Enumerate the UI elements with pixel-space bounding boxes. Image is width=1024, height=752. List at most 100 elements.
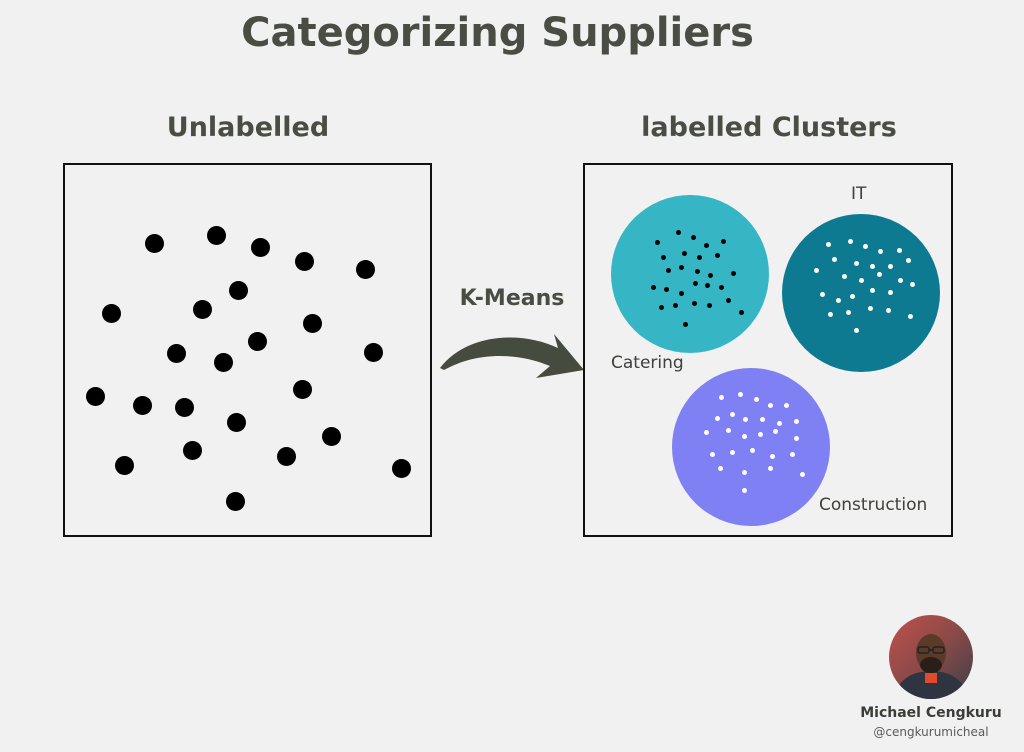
it-sample: [869, 287, 875, 293]
catering-sample: [738, 309, 744, 315]
labelled-panel: Catering IT Construction: [583, 163, 953, 537]
it-sample: [896, 247, 902, 253]
data-point: [276, 446, 296, 466]
catering-sample: [678, 264, 684, 270]
it-sample: [887, 263, 893, 269]
it-sample: [841, 273, 847, 279]
it-sample: [827, 311, 833, 317]
construction-sample: [793, 435, 799, 441]
catering-sample: [690, 234, 696, 240]
diagram-title: Categorizing Suppliers: [241, 10, 754, 56]
data-point: [355, 259, 375, 279]
unlabelled-heading: Unlabelled: [166, 112, 330, 143]
author-photo-icon: [889, 615, 973, 699]
it-sample: [887, 289, 893, 295]
catering-sample: [691, 300, 697, 306]
construction-sample: [729, 411, 735, 417]
construction-sample: [749, 447, 755, 453]
data-point: [174, 397, 194, 417]
cluster-catering: [611, 195, 769, 353]
data-point: [228, 280, 248, 300]
catering-sample: [707, 272, 713, 278]
data-point: [182, 440, 202, 460]
catering-sample: [696, 254, 702, 260]
data-point: [250, 237, 270, 257]
it-sample: [825, 241, 831, 247]
catering-sample: [706, 302, 712, 308]
construction-sample: [772, 428, 778, 434]
construction-sample: [757, 431, 763, 437]
catering-sample: [665, 267, 671, 273]
catering-sample: [658, 304, 664, 310]
catering-sample: [725, 297, 731, 303]
construction-sample: [742, 416, 748, 422]
data-point: [247, 331, 267, 351]
data-point: [101, 303, 121, 323]
cluster-construction: [672, 368, 830, 526]
it-sample: [869, 263, 875, 269]
construction-sample: [793, 418, 799, 424]
it-sample: [831, 256, 837, 262]
data-point: [85, 386, 105, 406]
construction-sample: [769, 453, 775, 459]
it-sample: [885, 307, 891, 313]
author-handle: @cengkurumicheal: [873, 725, 989, 739]
construction-sample: [703, 429, 709, 435]
cluster-it: [782, 214, 940, 372]
data-point: [302, 313, 322, 333]
catering-sample: [654, 239, 660, 245]
labelled-clusters-heading: labelled Clusters: [641, 112, 897, 143]
data-point: [213, 352, 233, 372]
construction-sample: [737, 391, 743, 397]
construction-sample: [717, 465, 723, 471]
catering-sample: [650, 284, 656, 290]
catering-sample: [682, 321, 688, 327]
construction-sample: [783, 402, 789, 408]
kmeans-label: K-Means: [459, 286, 565, 311]
cluster-label-catering: Catering: [611, 353, 684, 373]
cluster-label-it: IT: [851, 184, 867, 204]
catering-sample: [678, 290, 684, 296]
data-point: [192, 299, 212, 319]
construction-sample: [725, 427, 731, 433]
catering-sample: [703, 242, 709, 248]
catering-sample: [718, 284, 724, 290]
construction-sample: [767, 402, 773, 408]
it-sample: [876, 271, 882, 277]
catering-sample: [720, 238, 726, 244]
construction-sample: [799, 471, 805, 477]
catering-sample: [672, 302, 678, 308]
cluster-label-construction: Construction: [819, 495, 928, 515]
data-point: [166, 343, 186, 363]
it-sample: [813, 267, 819, 273]
catering-sample: [681, 250, 687, 256]
data-point: [132, 395, 152, 415]
catering-sample: [660, 254, 666, 260]
it-sample: [867, 305, 873, 311]
it-sample: [853, 327, 859, 333]
construction-sample: [741, 433, 747, 439]
construction-sample: [718, 394, 724, 400]
catering-sample: [694, 268, 700, 274]
unlabelled-panel: [63, 163, 432, 537]
construction-sample: [729, 449, 735, 455]
data-point: [294, 251, 314, 271]
it-sample: [819, 291, 825, 297]
author-name: Michael Cengkuru: [860, 705, 1002, 721]
data-point: [206, 225, 226, 245]
it-sample: [849, 293, 855, 299]
it-sample: [847, 238, 853, 244]
construction-sample: [709, 451, 715, 457]
catering-sample: [675, 229, 681, 235]
it-sample: [905, 257, 911, 263]
catering-sample: [704, 282, 710, 288]
construction-sample: [789, 451, 795, 457]
it-sample: [907, 313, 913, 319]
construction-sample: [776, 420, 782, 426]
construction-sample: [753, 396, 759, 402]
catering-sample: [714, 252, 720, 258]
construction-sample: [741, 469, 747, 475]
catering-sample: [692, 280, 698, 286]
catering-sample: [730, 270, 736, 276]
